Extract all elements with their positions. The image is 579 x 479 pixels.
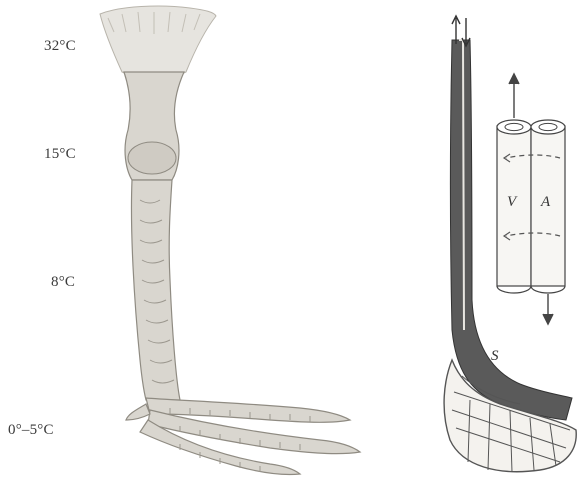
vein-label: V	[507, 194, 516, 211]
shunt-label: S	[491, 348, 499, 365]
artery-label: A	[541, 194, 550, 211]
vein-flow-up-arrow	[509, 74, 519, 118]
artery-flow-down-arrow	[543, 294, 553, 324]
